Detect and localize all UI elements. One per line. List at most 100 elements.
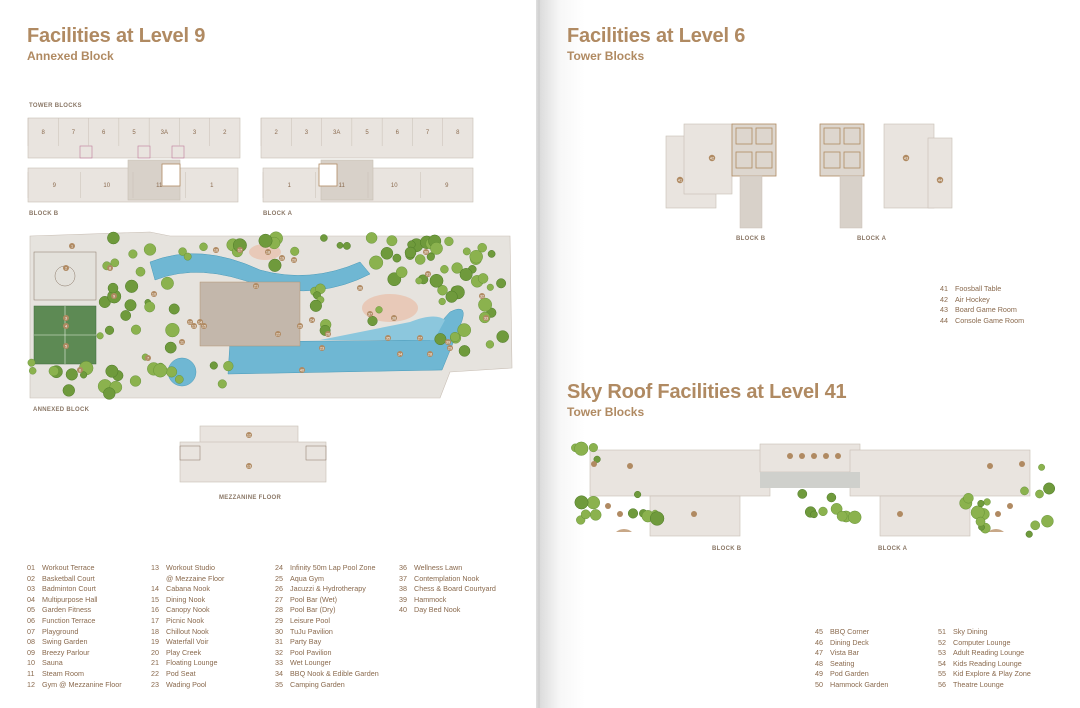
- legend-label: Basketball Court: [42, 573, 95, 583]
- sky-facility-marker: [823, 453, 829, 459]
- facility-marker-number: 3: [65, 316, 67, 320]
- legend-number: 33: [275, 658, 283, 668]
- legend-number: 22: [151, 668, 159, 678]
- tree-icon: [367, 315, 378, 327]
- legend-number: 51: [938, 627, 946, 636]
- facility-marker: [279, 255, 285, 261]
- facility-marker-number: 16: [214, 248, 218, 252]
- facility-marker-number: 30: [424, 250, 428, 254]
- facility-marker: [77, 367, 83, 373]
- sky-facility-marker: [627, 463, 633, 469]
- facility-marker: [145, 355, 151, 361]
- legend-item: 02 Basketball Court: [27, 574, 122, 585]
- tree-icon: [365, 232, 378, 244]
- facility-marker: [253, 283, 259, 289]
- facility-marker-number: 19: [280, 256, 284, 260]
- level6-plan: 42 41 43 44: [665, 123, 953, 229]
- legend-number: 47: [815, 648, 823, 658]
- tree-icon: [451, 262, 463, 274]
- tree-icon: [444, 236, 454, 247]
- legend-number: 23: [151, 679, 159, 689]
- right-page: Facilities at Level 6 Tower Blocks 42 41…: [540, 0, 1080, 708]
- legend-label: Day Bed Nook: [414, 605, 461, 615]
- unit-number: 9: [445, 183, 449, 189]
- facility-marker-number: 33: [484, 316, 488, 320]
- block-b-lift: [161, 163, 181, 187]
- unit-number: 5: [365, 130, 369, 136]
- legend-label: Camping Garden: [290, 679, 345, 689]
- legend-label: BBQ Corner: [830, 627, 870, 636]
- unit-number: 3A: [161, 130, 168, 136]
- tree-icon: [105, 364, 119, 378]
- facility-marker-number: 5: [65, 344, 67, 348]
- legend-label: Multipurpose Hall: [42, 594, 98, 604]
- tree-icon: [128, 249, 138, 259]
- unit-number: 11: [156, 183, 163, 189]
- facility-marker: [63, 315, 69, 321]
- tree-icon: [478, 297, 492, 312]
- legend-label: Dining Nook: [166, 594, 206, 604]
- legend-number: 10: [27, 658, 35, 668]
- tree-icon: [309, 299, 322, 312]
- legend-number: 54: [938, 658, 946, 668]
- tree-icon: [65, 368, 78, 381]
- tree-icon: [107, 231, 120, 245]
- block-b-void: [79, 145, 93, 159]
- legend-label: Kids Reading Lounge: [953, 658, 1022, 668]
- legend-number: 12: [27, 679, 35, 689]
- block-a-lift: [318, 163, 338, 187]
- annexed-block-label: ANNEXED BLOCK: [33, 407, 90, 413]
- legend-number: 21: [151, 658, 159, 668]
- legend-number: 24: [275, 563, 283, 572]
- facility-marker: [291, 257, 297, 263]
- facility-marker: [63, 265, 69, 271]
- legend-number: 19: [151, 637, 159, 647]
- tree-icon: [320, 234, 328, 242]
- legend-number: 56: [938, 679, 946, 689]
- legend-number: 43: [940, 305, 948, 315]
- svg-text:41: 41: [678, 178, 682, 182]
- svg-text:44: 44: [938, 178, 942, 182]
- tree-icon: [153, 363, 168, 378]
- sky-facility-marker: [897, 511, 903, 517]
- tree-icon: [1041, 514, 1054, 528]
- level6-title: Facilities at Level 6: [567, 25, 746, 47]
- tree-icon: [797, 489, 808, 499]
- svg-text:42: 42: [710, 156, 714, 160]
- sky-roof-plan: [571, 441, 1056, 538]
- legend-label: Pod Seat: [166, 668, 196, 678]
- legend-number: 32: [275, 647, 283, 657]
- block-b-lift-lobby: [731, 123, 777, 177]
- legend-label: Floating Lounge: [166, 658, 218, 668]
- facility-marker: [447, 345, 453, 351]
- legend-number: 38: [399, 584, 407, 594]
- unit-number: 8: [41, 130, 45, 136]
- svg-text:12: 12: [247, 433, 251, 437]
- legend-number: 02: [27, 573, 35, 583]
- facility-marker-number: 10: [152, 292, 156, 296]
- sky-block-b-label: BLOCK B: [712, 546, 742, 552]
- unit-number: 1: [288, 183, 292, 189]
- legend-number: 03: [27, 584, 35, 594]
- legend-item: 21 Floating Lounge: [151, 658, 224, 669]
- facility-marker-number: 11: [180, 340, 184, 344]
- legend-number: 55: [938, 669, 946, 679]
- tree-icon: [818, 506, 828, 517]
- tree-icon: [336, 242, 344, 249]
- tree-icon: [386, 235, 398, 247]
- unit-number: 10: [103, 183, 110, 189]
